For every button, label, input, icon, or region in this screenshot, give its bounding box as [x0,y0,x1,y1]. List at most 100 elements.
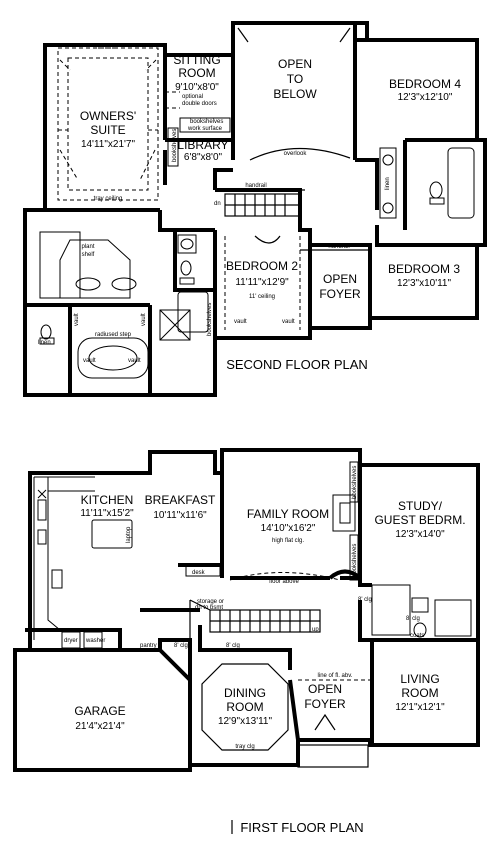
owners-suite-name-1: OWNERS' [80,109,136,123]
sitting-room-dimensions: 9'10"x8'0" [175,82,219,93]
8-clg-a: 8' clg [174,643,188,649]
study-closet-bath [371,584,472,638]
vault-note-3: vault [83,358,96,364]
radiused-step-note: radiused step [95,332,132,338]
second-floor-plan: SITTING ROOM 9'10"x8'0" optional double … [23,21,487,397]
floor-above-line [229,572,341,581]
sitting-room-name-1: SITTING [173,53,220,67]
study-dimensions: 12'3"x14'0" [395,529,445,540]
breakfast-dimensions: 10'11"x11'6" [153,510,207,521]
bookshelves-note: bookshelves [190,119,223,125]
front-stoop [297,744,369,768]
open-to-below-2: TO [287,72,303,86]
study-name-1: STUDY/ [398,499,443,513]
open-to-below-3: BELOW [273,87,317,101]
dining-dimensions: 12'9"x13'11" [218,716,273,727]
8-clg-c: 8' clg [358,597,372,603]
bedroom-2-dimensions: 11'11"x12'9" [235,277,289,288]
bedroom-3-name: BEDROOM 3 [388,262,460,276]
tray-ceiling-note: tray ceiling [94,196,123,202]
dryer-note: dryer [64,638,78,644]
up-note: up [312,627,319,633]
breakfast-name: BREAKFAST [145,493,216,507]
floor-above-note: floor above [269,579,299,585]
foyer-door-swing [314,713,336,731]
living-room-name-2: ROOM [401,686,438,700]
overlook-curve [249,147,351,161]
owners-tray-ceiling-outline [57,47,159,201]
kitchen-dimensions: 11'11"x15'2" [80,508,134,519]
pantry-note: pantry [140,643,157,649]
high-flat-clg-note: high flat clg. [272,538,304,544]
library-work-surface [179,117,231,133]
second-floor-labels: SITTING ROOM 9'10"x8'0" optional double … [38,53,461,372]
bookshelves-bed2-note: bookshelves [207,303,213,336]
library-name: LIBRARY [177,138,228,152]
open-to-below-1: OPEN [278,57,312,71]
11-ceiling-note: 11' ceiling [249,294,275,300]
washer-box [83,631,103,649]
storage-note-1: storage or [197,599,224,605]
vault-note-1: vault [74,313,80,326]
handrail-top-note: handrail [245,183,266,189]
handrail-mid-note: handrail [328,244,349,250]
bedroom-4-name: BEDROOM 4 [389,77,461,91]
dining-name-2: ROOM [226,700,263,714]
tray-clg-note: tray clg [235,744,254,750]
sitting-room-name-2: ROOM [178,66,215,80]
double-doors-note: double doors [182,101,217,107]
family-room-dimensions: 14'10"x16'2" [261,523,316,534]
bedroom-2-ceiling-lines [224,236,301,330]
desk-note: desk [192,570,206,576]
vault-note-2: vault [141,313,147,326]
master-bath-fixtures [39,231,191,379]
bedroom-4-dimensions: 12'3"x12'10" [398,92,453,103]
coats-note: coats [410,633,424,639]
optional-door-marks [165,91,180,109]
jack-and-jill-bath-fixtures [379,147,475,219]
open-foyer-2: FOYER [319,287,361,301]
dryer-box [61,631,81,649]
dining-name-1: DINING [224,686,266,700]
owners-suite-dimensions: 14'11"x21'7" [81,139,136,150]
first-floor-labels: KITCHEN 11'11"x15'2" laptop BREAKFAST 10… [64,466,466,835]
desk-counter [185,565,221,577]
vault-note-5: vault [234,319,247,325]
living-room-dimensions: 12'1"x12'1" [395,702,445,713]
second-floor-title: SECOND FLOOR PLAN [226,357,368,372]
line-of-floor-above-note: line of fl. abv. [318,673,353,679]
open-foyer-1: OPEN [323,272,357,286]
overlook-note: overlook [284,151,308,157]
linen-note-2: linen [38,340,51,346]
bedroom-3-dimensions: 12'3"x10'11" [397,278,452,289]
garage-name: GARAGE [74,704,125,718]
second-floor-interior-walls [25,23,477,395]
plant-shelf-note-1: plant [81,244,94,250]
vault-note-6: vault [282,319,295,325]
laptop-note: laptop [126,526,132,543]
second-floor-stair [220,189,305,217]
family-room-name: FAMILY ROOM [247,507,329,521]
bookshelves-r-note: bookshelves [352,544,358,577]
living-room-name-1: LIVING [400,672,439,686]
open-foyer-name-1: OPEN [308,682,342,696]
kitchen-name: KITCHEN [81,493,134,507]
owners-suite-name-2: SUITE [90,123,125,137]
bedroom-2-name: BEDROOM 2 [226,259,298,273]
dining-tray-octagon [201,663,289,751]
linen-note-1: linen [385,177,391,190]
vault-note-4: vault [128,358,141,364]
8-clg-d: 8' clg [406,616,420,622]
first-floor-plan: KITCHEN 11'11"x15'2" laptop BREAKFAST 10… [13,448,480,835]
plant-shelf-note-2: shelf [82,252,95,258]
garage-dimensions: 21'4"x21'4" [75,721,125,732]
bookshelves-l-note: bookshelves [352,466,358,499]
open-to-below-lines [237,27,351,43]
main-stair [189,599,321,640]
storage-note-2: dn to bsmt [195,605,223,611]
family-room-fireplace [332,461,359,581]
owners-tray-ceiling-diagonals [59,59,157,181]
kitchen-counters [33,476,133,640]
dn-note: dn [214,201,221,207]
library-dimensions: 6'8"x8'0" [184,152,223,163]
